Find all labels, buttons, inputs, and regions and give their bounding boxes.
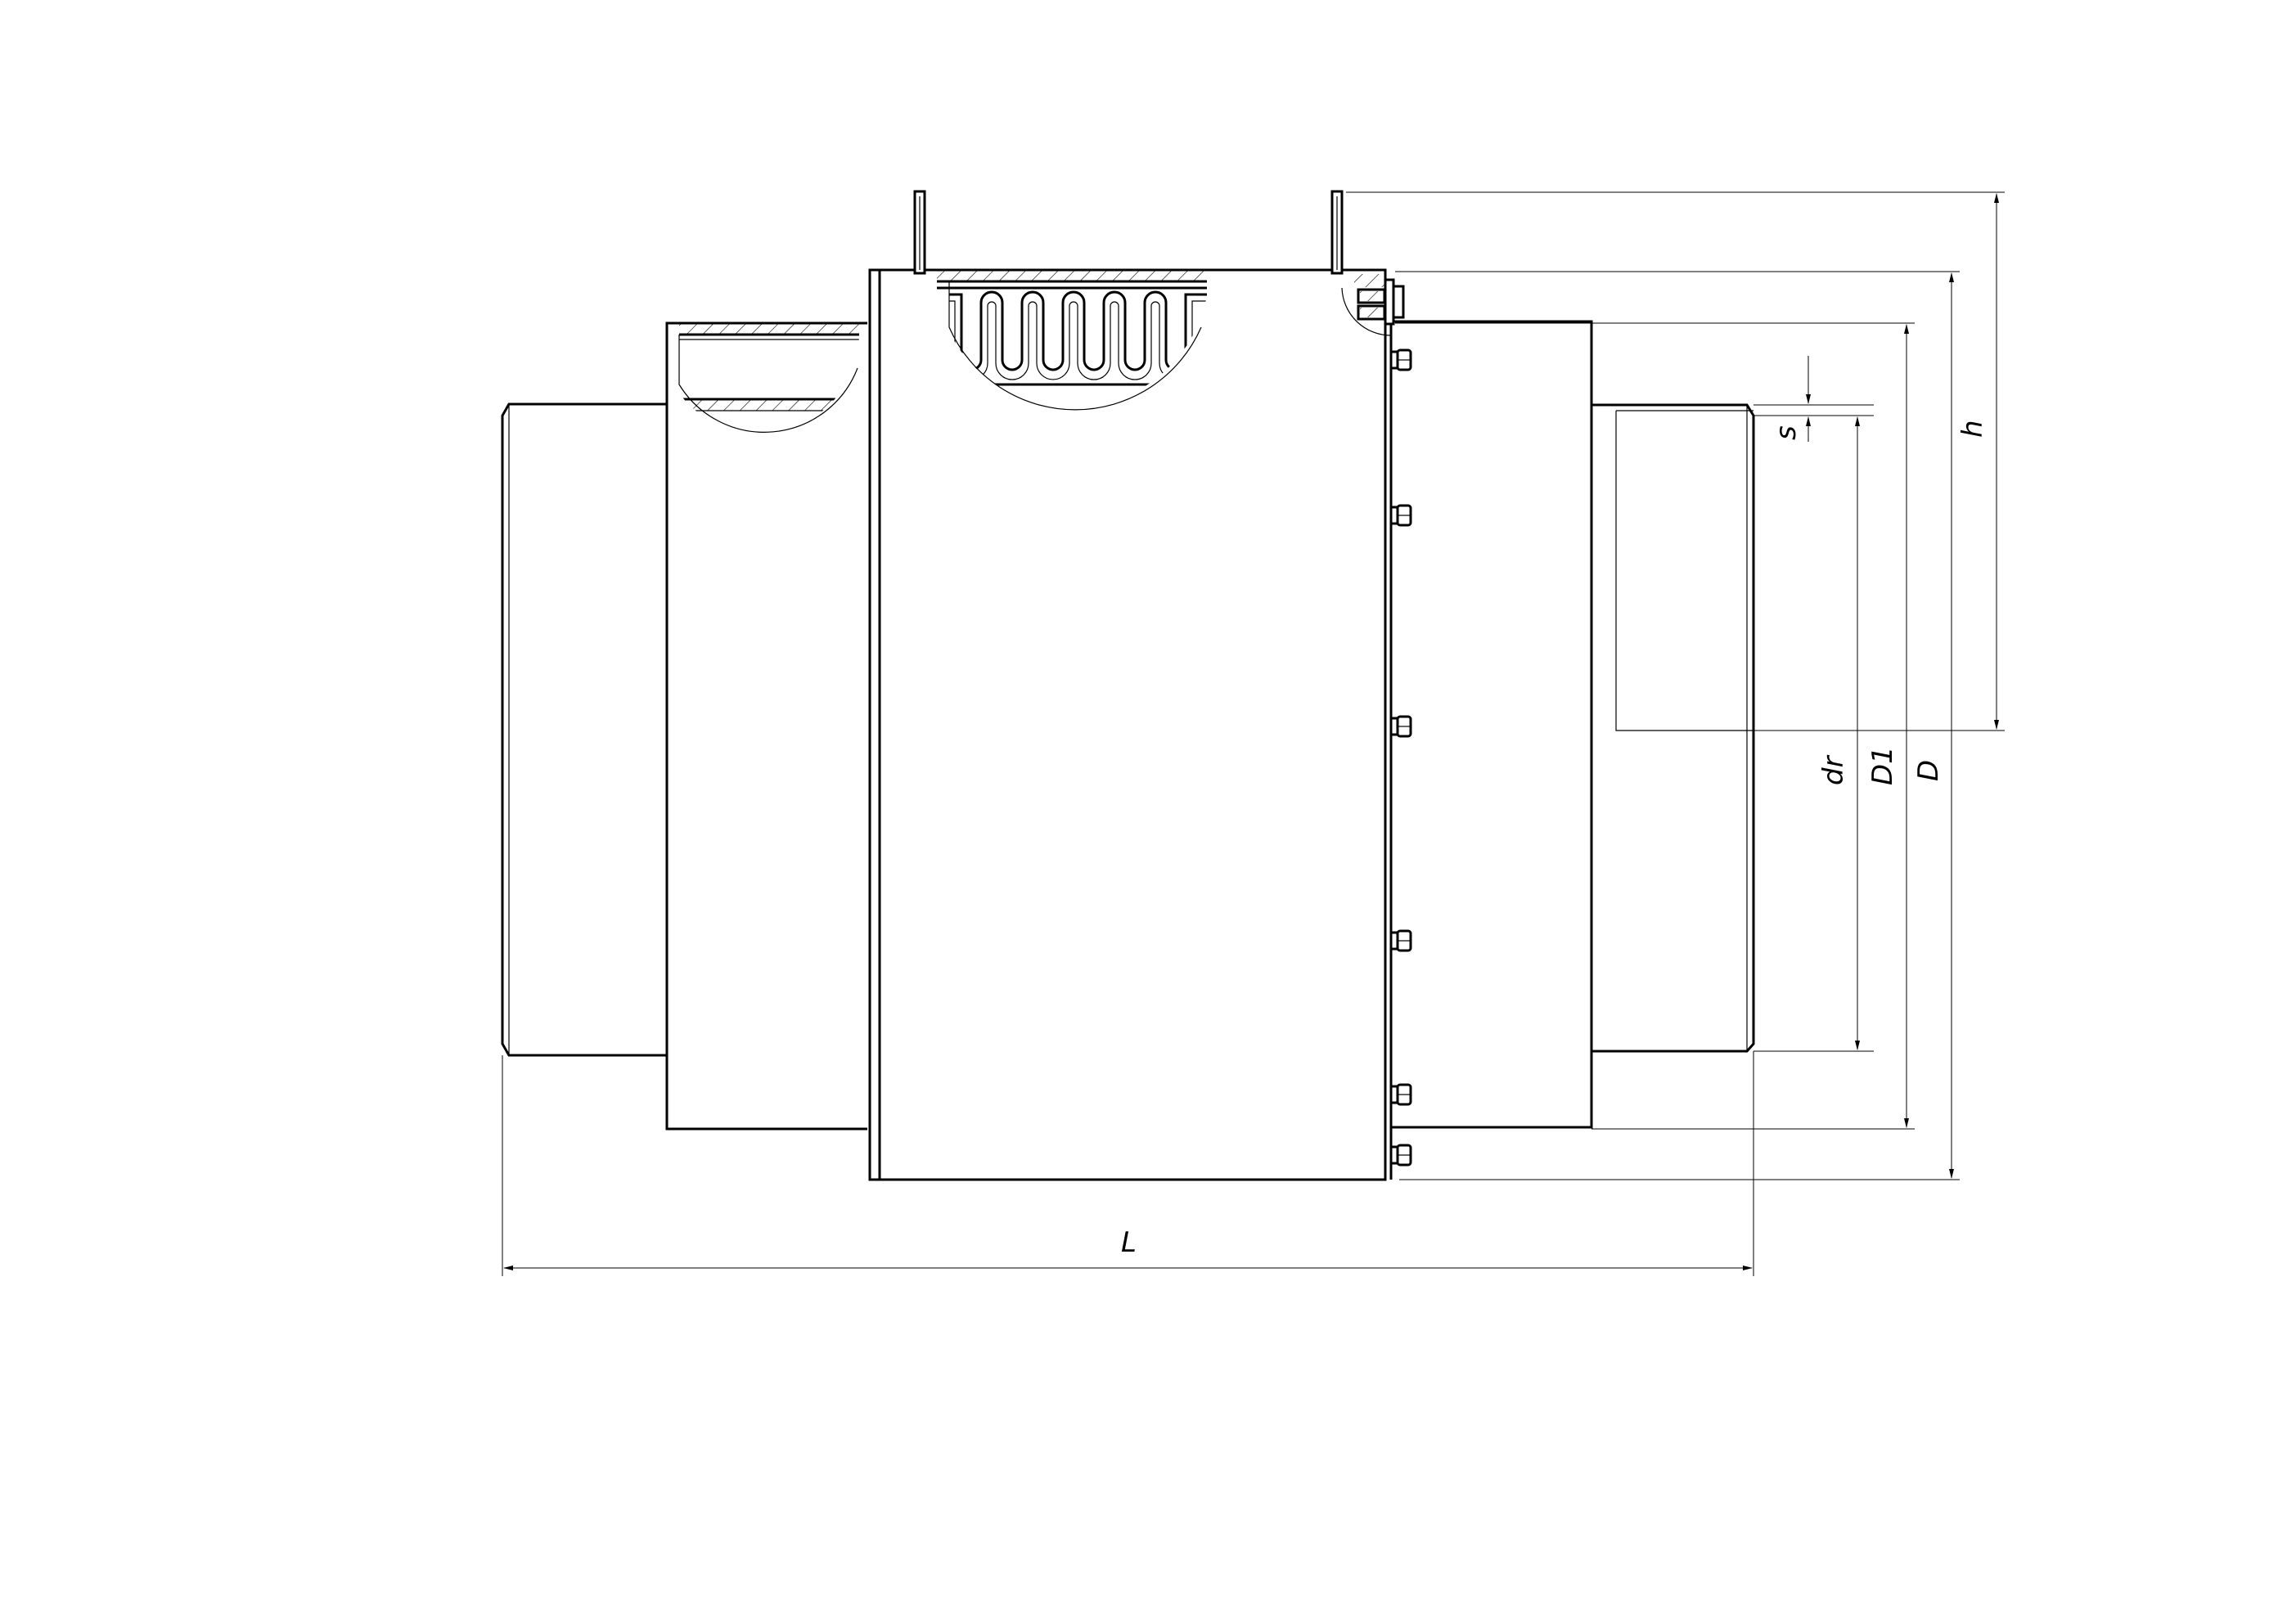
dimension-label-height: h <box>1956 420 1989 438</box>
right-pipe <box>1591 403 1755 1053</box>
dimension-label-diameter-1: D1 <box>1866 746 1899 785</box>
dimension-label-length: L <box>1121 1226 1137 1259</box>
dimension-lines <box>502 191 2005 1276</box>
dimension-label-inner-diameter: dr <box>1817 754 1850 785</box>
right-sleeve <box>1391 320 1593 1129</box>
dimension-label-wall: s <box>1770 425 1803 440</box>
dimension-label-outer-diameter: D <box>1912 760 1945 781</box>
flange-bolts <box>1389 348 1412 1167</box>
left-sleeve <box>665 321 867 1131</box>
left-sleeve-cutaway <box>678 323 859 433</box>
left-pipe <box>501 402 667 1057</box>
right-inner-section <box>1615 410 1754 731</box>
lifting-lugs <box>913 190 1344 275</box>
flange-detail <box>1341 274 1405 336</box>
central-casing <box>868 268 1393 1181</box>
